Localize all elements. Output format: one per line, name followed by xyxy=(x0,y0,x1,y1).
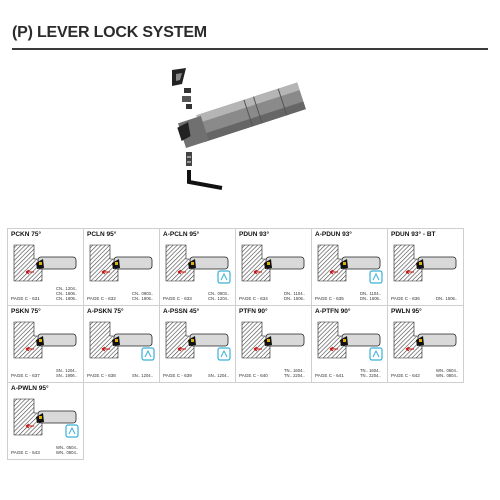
insert-codes: CN.. 1204..CN.. 1606..CN.. 1906.. xyxy=(56,286,77,301)
insert-code: TN.. 1604.. xyxy=(284,368,305,373)
holder-diagram-icon xyxy=(241,244,305,282)
catalog-page-reference: PAGE C - 640 xyxy=(239,373,268,378)
insert-code: TN.. 2204.. xyxy=(284,373,305,378)
holder-type-cell[interactable]: PTFN 90° PAGE C - 640 TN.. 1604..TN.. 2204… xyxy=(235,305,312,383)
holder-type-title: A-PWLN 95° xyxy=(11,385,49,392)
insert-codes: DN.. 1506.. xyxy=(436,296,457,301)
insert-code: CN.. 1204.. xyxy=(56,286,78,291)
holder-type-cell[interactable]: A-PCLN 95° PAGE C - 633 CN.. 0903..CN.. 12… xyxy=(159,228,236,306)
insert-code: CN.. 0903.. xyxy=(132,291,154,296)
holder-diagram-icon xyxy=(13,398,79,438)
holder-type-cell[interactable]: PWLN 95° PAGE C - 642 WN.. 0604..WN.. 0804… xyxy=(387,305,464,383)
holder-diagram-icon xyxy=(165,244,231,284)
catalog-page-reference: PAGE C - 634 xyxy=(239,296,268,301)
insert-codes: WN.. 0604..WN.. 0804.. xyxy=(436,368,458,378)
catalog-page-reference: PAGE C - 631 xyxy=(11,296,40,301)
insert-codes: WN.. 0604..WN.. 0804.. xyxy=(56,445,78,455)
insert-code: SN.. 1204.. xyxy=(132,373,153,378)
insert-code: SN.. 1906.. xyxy=(56,373,77,378)
holder-type-cell[interactable]: PCLN 95° PAGE C - 632 CN.. 0903..CN.. 1906… xyxy=(83,228,160,306)
catalog-page-reference: PAGE C - 643 xyxy=(11,450,40,455)
holder-type-title: PDUN 93° - BT xyxy=(391,231,436,238)
holder-type-title: A-PDUN 93° xyxy=(315,231,352,238)
holder-diagram-icon xyxy=(13,321,77,359)
holder-type-cell[interactable]: PDUN 93° - BT PAGE C - 636 DN.. 1506.. xyxy=(387,228,464,306)
holder-type-cell[interactable]: A-PSSN 45° PAGE C - 639 SN.. 1204.. xyxy=(159,305,236,383)
catalog-page-reference: PAGE C - 632 xyxy=(87,296,116,301)
insert-code: CN.. 0903.. xyxy=(208,291,230,296)
catalog-page-reference: PAGE C - 636 xyxy=(391,296,420,301)
holder-diagram-icon xyxy=(241,321,305,359)
holder-diagram-icon xyxy=(393,244,457,282)
insert-code: DN.. 1104.. xyxy=(360,291,381,296)
insert-code: TN.. 2204.. xyxy=(360,373,381,378)
catalog-page-reference: PAGE C - 642 xyxy=(391,373,420,378)
insert-code: DN.. 1506.. xyxy=(360,296,382,301)
page-title: (P) LEVER LOCK SYSTEM xyxy=(12,24,207,41)
catalog-page-reference: PAGE C - 641 xyxy=(315,373,344,378)
holder-type-title: A-PSKN 75° xyxy=(87,308,124,315)
catalog-page-reference: PAGE C - 638 xyxy=(87,373,116,378)
holder-diagram-icon xyxy=(317,321,383,361)
insert-codes: SN.. 1204.. xyxy=(132,373,153,378)
insert-code: SN.. 1204.. xyxy=(208,373,229,378)
holder-diagram-icon xyxy=(165,321,231,361)
insert-codes: TN.. 1604..TN.. 2204.. xyxy=(284,368,305,378)
insert-codes: SN.. 1204.. xyxy=(208,373,229,378)
catalog-page-reference: PAGE C - 639 xyxy=(163,373,192,378)
insert-codes: DN.. 1104..DN.. 1506.. xyxy=(284,291,305,301)
insert-codes: DN.. 1104..DN.. 1506.. xyxy=(360,291,381,301)
insert-code: DN.. 1104.. xyxy=(284,291,305,296)
insert-code: WN.. 0604.. xyxy=(56,445,79,450)
insert-code: WN.. 0804.. xyxy=(56,450,79,455)
insert-codes: CN.. 0903..CN.. 1906.. xyxy=(132,291,153,301)
insert-code: DN.. 1506.. xyxy=(436,296,458,301)
holder-diagram-icon xyxy=(393,321,457,359)
holder-type-title: PDUN 93° xyxy=(239,231,270,238)
insert-code: CN.. 1906.. xyxy=(132,296,154,301)
title-rule xyxy=(12,48,488,50)
lever-lock-tool-illustration xyxy=(172,68,306,190)
holder-type-title: PTFN 90° xyxy=(239,308,268,315)
holder-type-title: A-PTFN 90° xyxy=(315,308,351,315)
catalog-page-reference: PAGE C - 635 xyxy=(315,296,344,301)
holder-type-title: A-PCLN 95° xyxy=(163,231,200,238)
insert-code: TN.. 1604.. xyxy=(360,368,381,373)
holder-type-title: PCKN 75° xyxy=(11,231,42,238)
grid-row: A-PWLN 95° PAGE C - 643 WN.. 0604..WN.. 08… xyxy=(7,382,475,460)
holder-type-cell[interactable]: A-PWLN 95° PAGE C - 643 WN.. 0604..WN.. 08… xyxy=(7,382,84,460)
holder-diagram-icon xyxy=(317,244,383,284)
holder-type-title: PSKN 75° xyxy=(11,308,41,315)
holder-diagram-icon xyxy=(89,244,153,282)
insert-codes: TN.. 1604..TN.. 2204.. xyxy=(360,368,381,378)
holder-type-title: PWLN 95° xyxy=(391,308,422,315)
insert-code: CN.. 1606.. xyxy=(56,291,78,296)
holder-diagram-icon xyxy=(89,321,155,361)
holder-type-title: A-PSSN 45° xyxy=(163,308,200,315)
insert-code: CN.. 1204.. xyxy=(208,296,230,301)
holder-type-cell[interactable]: A-PSKN 75° PAGE C - 638 SN.. 1204.. xyxy=(83,305,160,383)
insert-code: WN.. 0604.. xyxy=(436,368,459,373)
insert-codes: SN.. 1204..SN.. 1906.. xyxy=(56,368,77,378)
insert-code: WN.. 0804.. xyxy=(436,373,459,378)
insert-codes: CN.. 0903..CN.. 1204.. xyxy=(208,291,229,301)
catalog-page-reference: PAGE C - 633 xyxy=(163,296,192,301)
catalog-page-reference: PAGE C - 637 xyxy=(11,373,40,378)
holder-type-cell[interactable]: PDUN 93° PAGE C - 634 DN.. 1104..DN.. 1506… xyxy=(235,228,312,306)
holder-type-title: PCLN 95° xyxy=(87,231,117,238)
insert-code: SN.. 1204.. xyxy=(56,368,77,373)
insert-code: DN.. 1506.. xyxy=(284,296,306,301)
holder-type-cell[interactable]: PCKN 75° PAGE C - 631 CN.. 1204..CN.. 1606… xyxy=(7,228,84,306)
holder-diagram-icon xyxy=(13,244,77,282)
insert-code: CN.. 1906.. xyxy=(56,296,78,301)
holder-type-cell[interactable]: A-PDUN 93° PAGE C - 635 DN.. 1104..DN.. 15… xyxy=(311,228,388,306)
holder-type-cell[interactable]: PSKN 75° PAGE C - 637 SN.. 1204..SN.. 1906… xyxy=(7,305,84,383)
holder-type-cell[interactable]: A-PTFN 90° PAGE C - 641 TN.. 1604..TN.. 22… xyxy=(311,305,388,383)
